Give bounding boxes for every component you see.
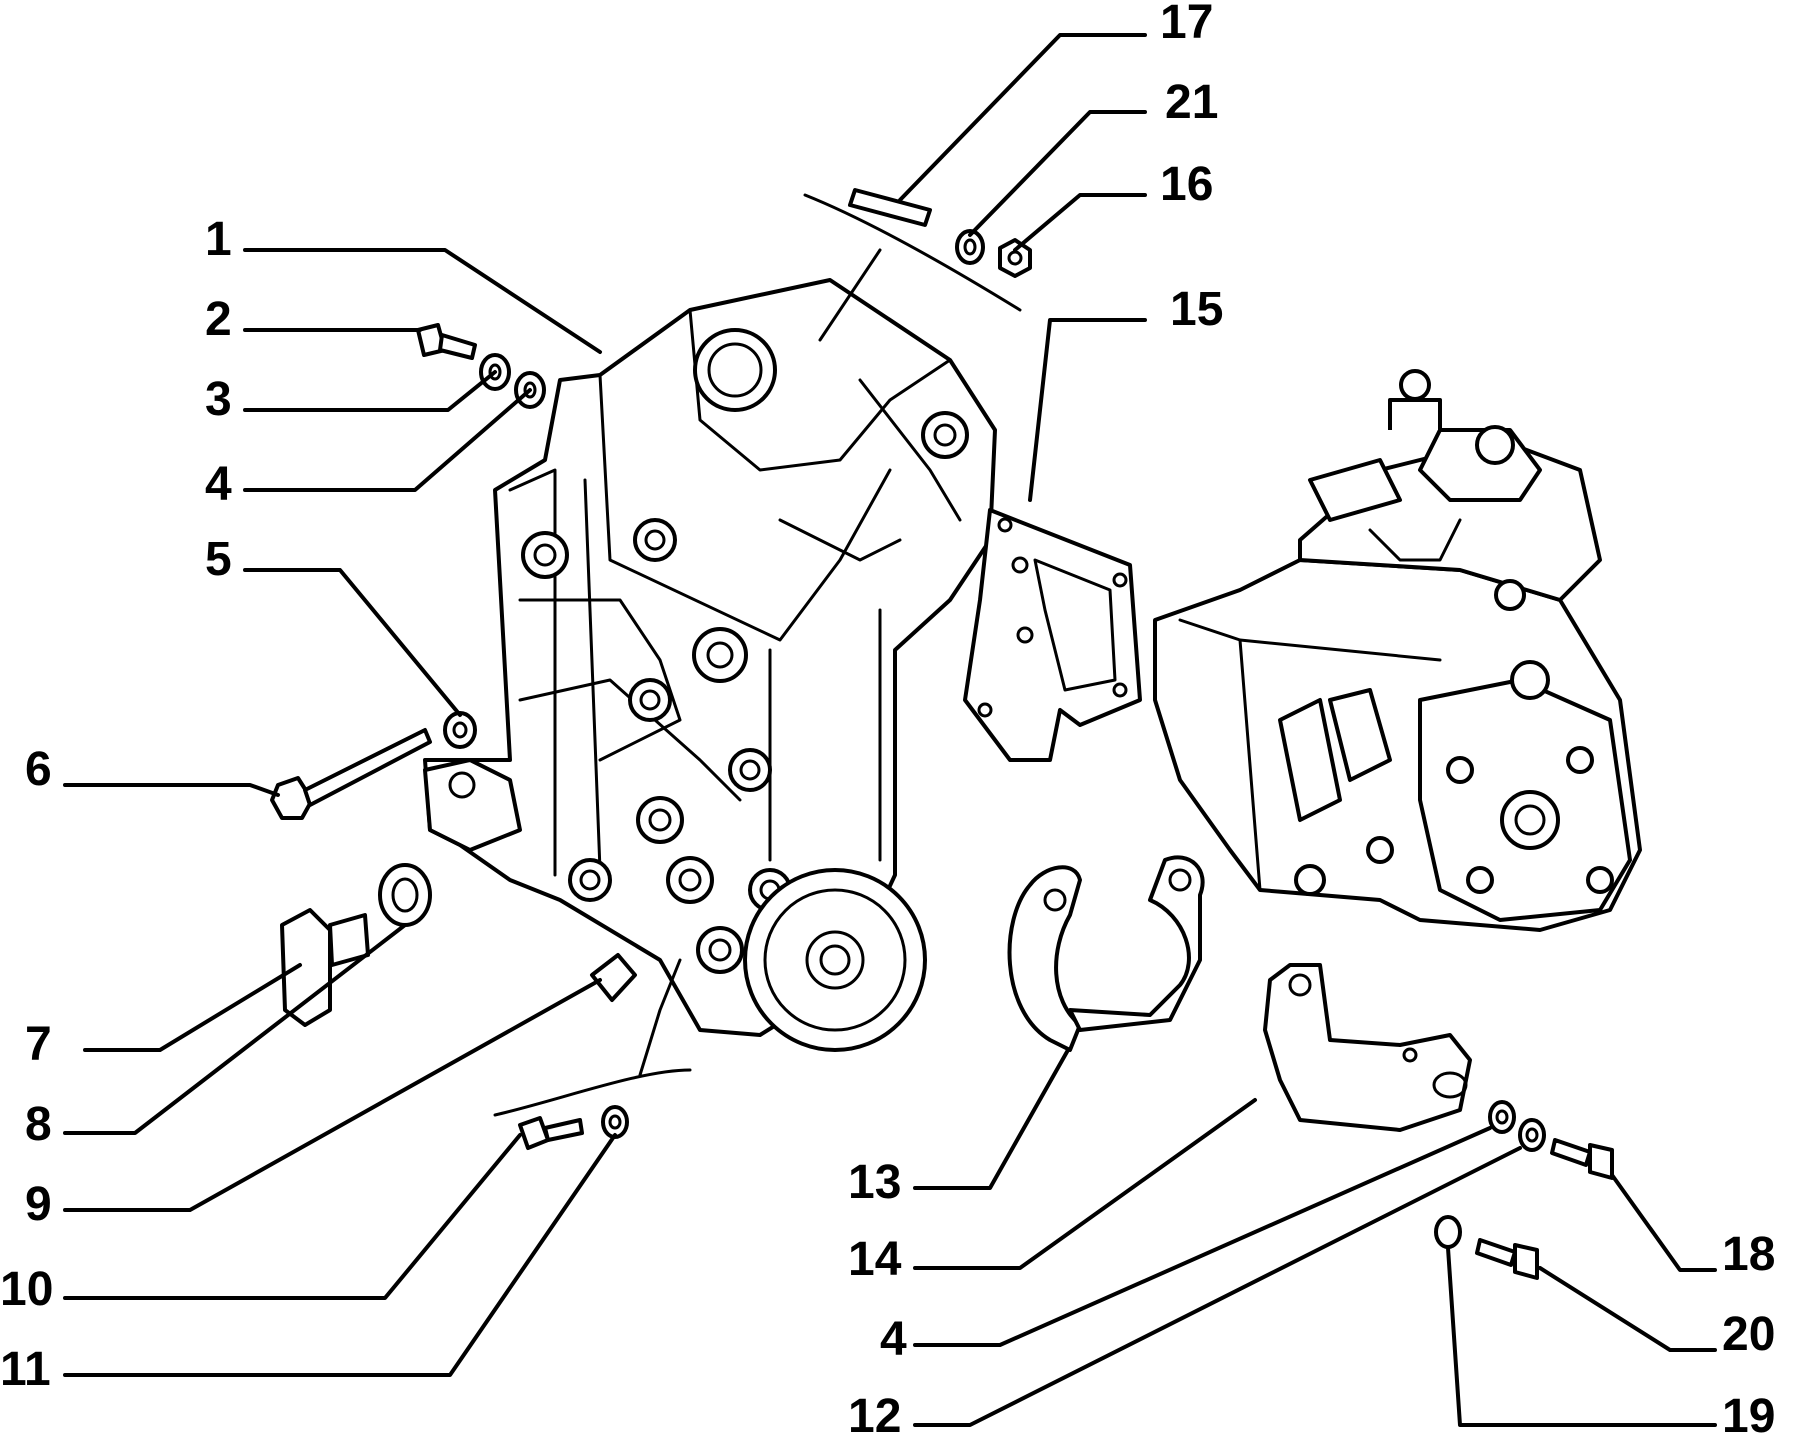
stud-17	[848, 188, 932, 227]
screw-20	[1475, 1238, 1539, 1280]
label-13: 13	[848, 1156, 901, 1209]
label-7: 7	[25, 1018, 52, 1071]
label-16: 16	[1160, 158, 1213, 211]
washer-5-hole	[452, 721, 468, 739]
washer-11	[601, 1105, 629, 1139]
bolt-6	[270, 728, 432, 820]
washer-8	[378, 863, 432, 927]
label-8: 8	[25, 1098, 52, 1151]
label-14: 14	[848, 1233, 902, 1286]
washer-21	[955, 229, 985, 265]
gasket-plate	[963, 508, 1142, 762]
washer-4b	[1488, 1100, 1516, 1134]
washer-21-hole	[963, 238, 977, 256]
label-15: 15	[1170, 283, 1223, 336]
washer-11-hole	[608, 1114, 622, 1130]
washer-3-hole	[488, 363, 502, 381]
label-2: 2	[205, 293, 232, 346]
label-10: 10	[0, 1263, 53, 1316]
label-18: 18	[1722, 1228, 1775, 1281]
label-4-top: 4	[205, 458, 232, 511]
label-11: 11	[0, 1343, 51, 1396]
label-9: 9	[25, 1178, 52, 1231]
plug-7	[280, 908, 370, 1027]
screw-18	[1550, 1138, 1614, 1180]
label-6: 6	[25, 743, 52, 796]
screw-10	[518, 1116, 584, 1150]
main-pump-bracket	[423, 278, 997, 1052]
label-19: 19	[1722, 1390, 1775, 1435]
label-12: 12	[848, 1390, 901, 1435]
label-21: 21	[1165, 76, 1218, 129]
washer-8-hole	[391, 877, 419, 913]
label-17: 17	[1160, 0, 1213, 49]
grub-screw-9	[590, 953, 637, 1002]
label-5: 5	[205, 533, 232, 586]
label-3: 3	[205, 373, 232, 426]
washer-4-hole	[523, 381, 537, 399]
washer-5	[443, 711, 477, 749]
bracket-hint-top	[803, 193, 1022, 312]
circlip-19	[1434, 1215, 1462, 1249]
label-1: 1	[205, 213, 232, 266]
leader-lines	[63, 33, 1717, 1427]
injection-pump	[1153, 369, 1642, 932]
nut-16	[998, 238, 1032, 278]
label-20: 20	[1722, 1308, 1775, 1361]
washer-4b-hole	[1495, 1109, 1509, 1125]
washer-12-hole	[1525, 1127, 1539, 1143]
small-bracket	[1263, 963, 1472, 1132]
label-4-bottom: 4	[880, 1313, 907, 1366]
hook-bracket	[1007, 855, 1205, 1052]
washer-12	[1518, 1118, 1546, 1152]
bracket-hint-bottom	[493, 1068, 692, 1117]
screw-2	[416, 323, 477, 360]
